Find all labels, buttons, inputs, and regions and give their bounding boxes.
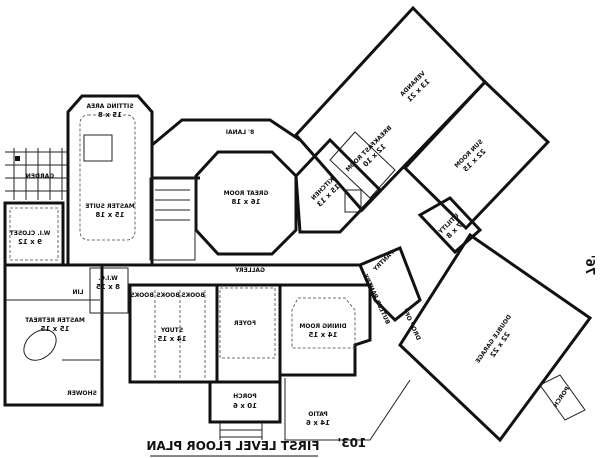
depth-dimension: 76'	[583, 255, 597, 275]
size-wi-closet: 9 x 12	[18, 238, 42, 246]
garage-walls	[398, 232, 593, 443]
width-dimension: 103'	[338, 436, 367, 450]
label-wi-closet: W.I. CLOSET	[9, 230, 51, 237]
garden-pergola	[5, 148, 68, 200]
label-study: STUDY	[160, 327, 183, 334]
size-dining-room: 14 x 15	[308, 331, 337, 339]
size-study: 14 x 15	[157, 335, 186, 343]
label-lanai: 8' LANAI	[226, 129, 254, 136]
central-walls	[140, 118, 360, 267]
label-books: BOOKS	[181, 292, 205, 299]
size-master-suite: 15 x 18	[95, 211, 124, 219]
label-porch-garage: PORCH	[552, 385, 571, 408]
label-books: BOOKS	[130, 292, 154, 299]
size-master-retreat: 15 x 15	[40, 325, 69, 333]
size-porch-front: 10 x 6	[233, 402, 257, 410]
label-patio: PATIO	[308, 411, 327, 418]
size-patio: 14 x 6	[306, 419, 330, 427]
label-great-room: GREAT ROOM	[224, 190, 269, 197]
label-garden: GARDEN	[26, 173, 54, 180]
label-butler-pantry: BUTLER PANTRY	[361, 273, 391, 326]
label-gallery: GALLERY	[234, 267, 265, 274]
size-sitting-area: 15 x 8	[98, 111, 122, 119]
label-master-suite: MASTER SUITE	[85, 203, 134, 210]
label-porch-front: PORCH	[233, 393, 257, 400]
label-foyer: FOYER	[234, 320, 256, 327]
label-shower: SHOWER	[67, 390, 97, 397]
label-dining-room: DINING ROOM	[299, 323, 346, 330]
label-sitting-area: SITTING AREA	[86, 103, 134, 110]
label-master-retreat: MASTER RETREAT	[24, 317, 85, 324]
label-books: BOOKS	[156, 292, 180, 299]
label-pantry: PANTRY	[372, 249, 396, 273]
size-wic: 8 x 15	[96, 283, 120, 291]
size-great-room: 16 x 18	[231, 198, 260, 206]
label-lin: LIN	[72, 289, 83, 296]
plan-title: FIRST LEVEL FLOOR PLAN	[146, 439, 319, 453]
lower-walls	[3, 246, 422, 441]
label-wic: W.I.C.	[98, 275, 118, 282]
diagonal-wing-walls	[293, 5, 551, 255]
